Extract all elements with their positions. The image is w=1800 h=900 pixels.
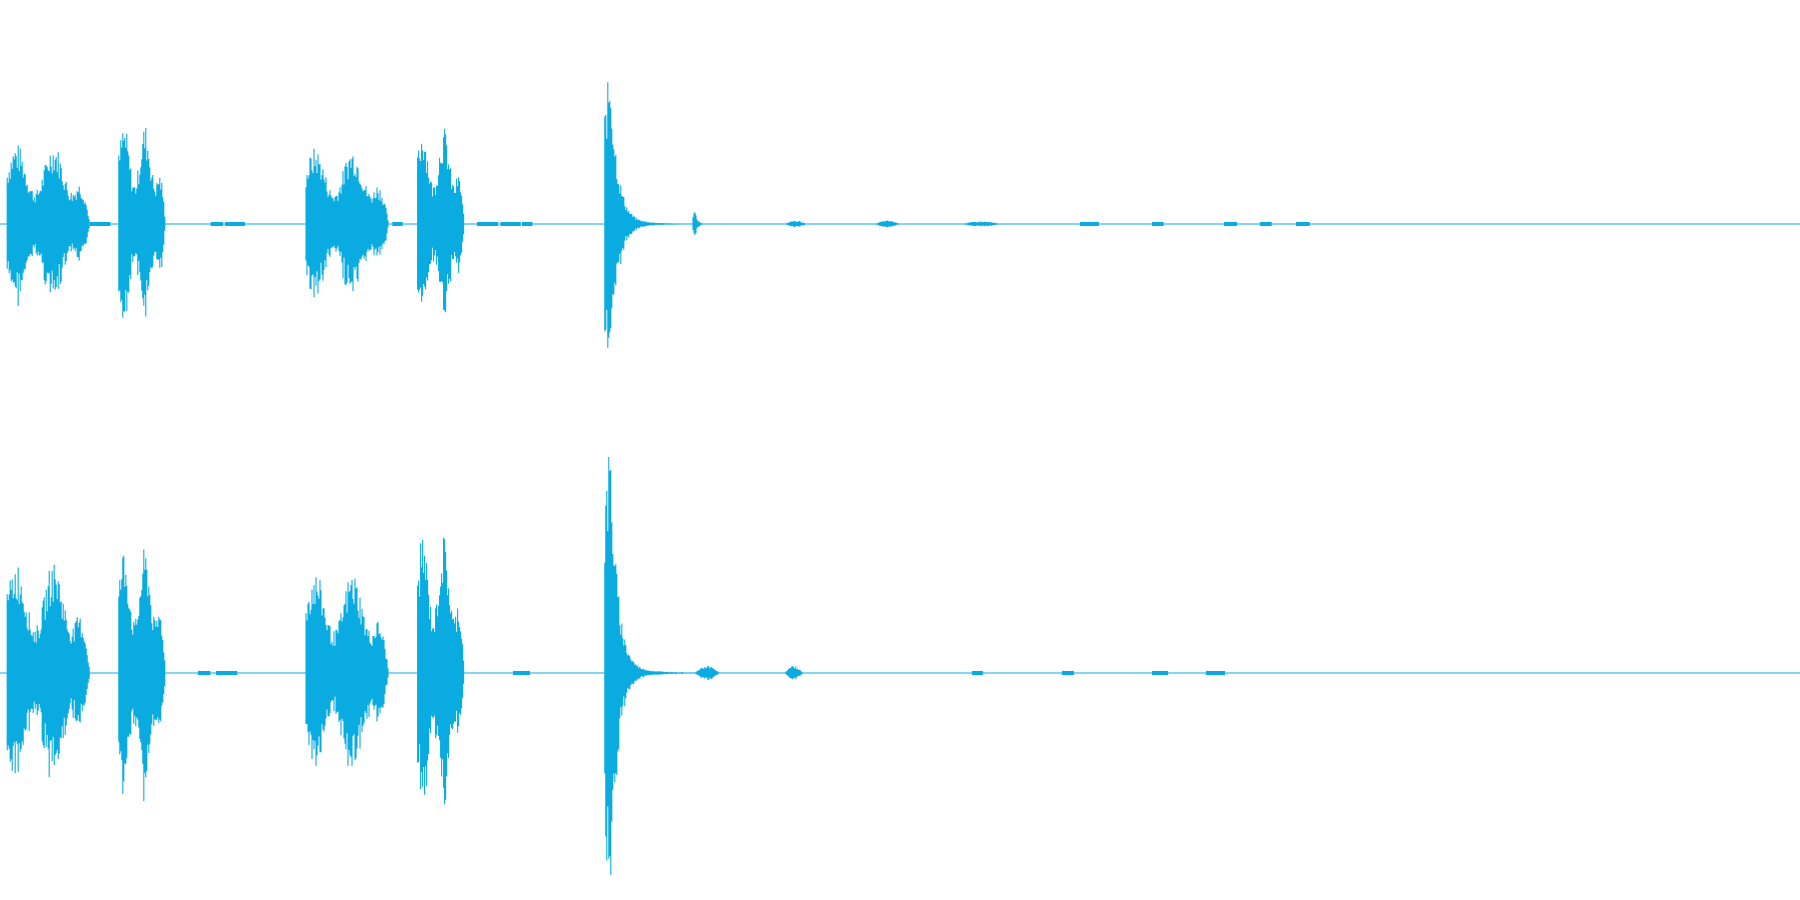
waveform-noise-blip	[1080, 222, 1099, 226]
waveform-burst	[784, 666, 804, 680]
waveform-noise-blip	[210, 222, 224, 226]
waveform-track-1	[0, 82, 1800, 348]
waveform-burst	[118, 128, 166, 318]
waveform-noise-blip	[216, 671, 238, 675]
waveform-noise-blip	[513, 671, 531, 675]
waveform-burst	[417, 128, 465, 313]
waveform-noise-blip	[198, 671, 211, 675]
waveform-noise-blip	[972, 671, 983, 675]
waveform-burst	[604, 457, 739, 875]
waveform-noise-blip	[1062, 671, 1074, 675]
waveform-burst	[417, 537, 465, 805]
waveform-track-2	[0, 457, 1800, 875]
waveform-noise-blip	[1260, 222, 1272, 226]
waveform-noise-blip	[500, 222, 521, 226]
waveform-burst	[874, 220, 901, 228]
waveform-noise-blip	[392, 222, 403, 226]
waveform-burst	[692, 212, 739, 236]
waveform-burst	[305, 577, 389, 766]
waveform-burst	[960, 221, 1001, 227]
waveform-burst	[118, 549, 166, 802]
waveform-burst	[305, 148, 389, 298]
waveform-noise-blip	[90, 222, 111, 226]
waveform-burst	[6, 145, 90, 306]
waveform-noise-blip	[1152, 222, 1164, 226]
waveform-noise-blip	[1152, 671, 1169, 675]
waveform-noise-blip	[1224, 222, 1238, 226]
waveform-noise-blip	[477, 222, 499, 226]
waveform-noise-blip	[1296, 222, 1310, 226]
waveform-burst	[604, 82, 739, 348]
waveform-burst	[784, 220, 807, 228]
waveform-burst	[694, 665, 721, 680]
waveform-burst	[6, 564, 90, 778]
waveform-noise-blip	[225, 222, 246, 226]
waveform-noise-blip	[522, 222, 533, 226]
waveform-noise-blip	[1206, 671, 1226, 675]
